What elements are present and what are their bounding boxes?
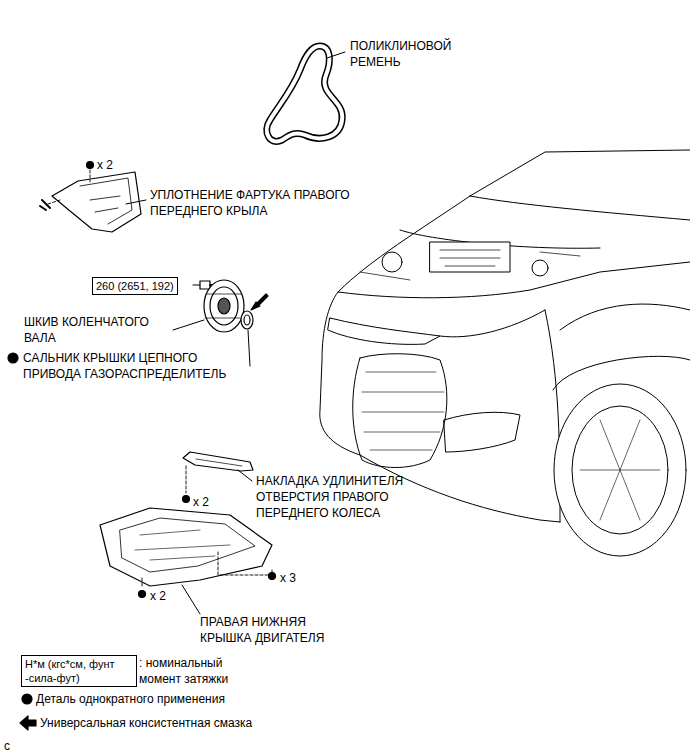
- quantity: x 2: [193, 494, 233, 510]
- part-name: ШКИВ КОЛЕНЧАТОГО ВАЛА: [24, 314, 174, 346]
- torque-value-box: 260 (2651, 192): [92, 277, 178, 295]
- legend-samples: [20, 694, 36, 730]
- part-name: УПЛОТНЕНИЕ ФАРТУКА ПРАВОГО ПЕРЕДНЕГО КРЫ…: [150, 187, 402, 219]
- box-text: 260 (2651, 192): [96, 279, 174, 293]
- quantity: x 2: [97, 157, 137, 173]
- part-name: ПОЛИКЛИНОВОЙ РЕМЕНЬ: [350, 38, 480, 70]
- legend-torque-box: Н*м (кгс*см, фунт -сила-фут): [21, 655, 137, 687]
- quantity: x 3: [280, 570, 320, 586]
- box-text: Н*м (кгс*см, фунт -сила-фут): [25, 657, 133, 685]
- figure-id: c: [4, 738, 24, 754]
- part-name: НАКЛАДКА УДЛИНИТЕЛЯ ОТВЕРСТИЯ ПРАВОГО ПЕ…: [256, 473, 438, 521]
- pulley-drawing: [173, 280, 244, 332]
- belt-drawing: [267, 46, 345, 141]
- quantity: x 2: [150, 588, 190, 604]
- legend-text: Деталь однократного применения: [36, 691, 336, 707]
- legend-text: : номинальный момент затяжки: [139, 655, 247, 687]
- trim-drawing: [183, 452, 254, 503]
- part-name: САЛЬНИК КРЫШКИ ЦЕПНОГО ПРИВОДА ГАЗОРАСПР…: [23, 350, 258, 382]
- lower-cover-drawing: [100, 508, 276, 614]
- fender-seal-drawing: [40, 162, 146, 233]
- part-name: ПРАВАЯ НИЖНЯЯ КРЫШКА ДВИГАТЕЛЯ: [200, 614, 360, 646]
- legend-text: Универсальная консистентная смазка: [40, 715, 360, 731]
- single-use-mark: [8, 353, 18, 363]
